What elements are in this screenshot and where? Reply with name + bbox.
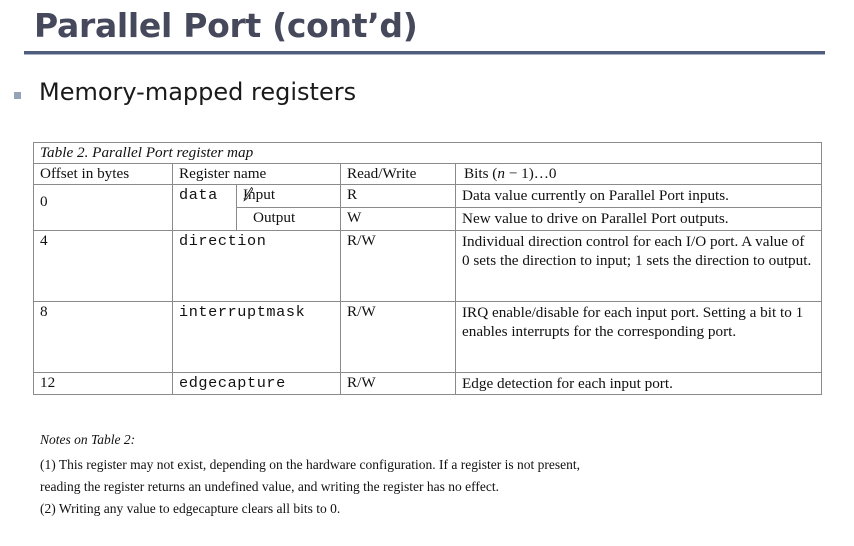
- cell-register-data: data: [172, 184, 237, 231]
- parallel-port-register-map-table: Table 2. Parallel Port register map Offs…: [32, 142, 823, 396]
- table-caption-row: Table 2. Parallel Port register map: [32, 142, 823, 164]
- column-header-bits-prefix: Bits: [464, 165, 493, 182]
- note-line-1b: reading the register returns an undefine…: [40, 478, 499, 494]
- square-bullet-icon: [14, 91, 21, 99]
- table-caption: Table 2. Parallel Port register map: [32, 142, 823, 164]
- column-header-bits-open: (: [492, 165, 498, 182]
- column-header-bits-n: n: [497, 165, 505, 182]
- cell-description-interruptmask: IRQ enable/disable for each input port. …: [454, 300, 823, 373]
- column-header-bits-suffix: − 1)…0: [504, 165, 557, 182]
- cell-offset-0: 0: [33, 184, 173, 231]
- bullet-item: Memory-mapped registers: [14, 78, 356, 106]
- table-row: 8 interruptmask R/W IRQ enable/disable f…: [33, 300, 823, 373]
- bullet-item-label: Memory-mapped registers: [39, 78, 357, 106]
- cell-register-edgecapture: edgecapture: [172, 371, 341, 396]
- table-row: 0 data Input R Data value currently on P…: [33, 184, 823, 231]
- column-header-register-name: Register name: [172, 163, 341, 185]
- title-divider: [24, 51, 825, 55]
- cell-access-output: W: [340, 206, 456, 231]
- page-title: Parallel Port (cont’d): [34, 6, 418, 45]
- cell-description-direction: Individual direction control for each I/…: [454, 229, 823, 302]
- cell-access-edgecapture: R/W: [340, 371, 456, 396]
- cell-description-input: Data value currently on Parallel Port in…: [454, 184, 823, 208]
- cell-data-input-text: Input: [243, 186, 276, 203]
- cell-access-interruptmask: R/W: [340, 300, 456, 373]
- table-row: 4 direction R/W Individual direction con…: [33, 229, 823, 302]
- table-notes: Notes on Table 2: (1) This register may …: [40, 432, 800, 520]
- cell-offset-8: 8: [33, 300, 173, 373]
- notes-title: Notes on Table 2:: [40, 432, 136, 447]
- column-header-read-write: Read/Write: [340, 163, 456, 185]
- cell-offset-12: 12: [33, 371, 173, 396]
- cell-data-input-label: Input: [236, 184, 341, 208]
- column-header-bits: Bits (n − 1)…0: [454, 163, 823, 185]
- cell-register-interruptmask: interruptmask: [172, 300, 341, 373]
- table-header-row: Offset in bytes Register name Read/Write…: [33, 163, 823, 185]
- cell-register-direction: direction: [172, 229, 341, 302]
- note-line-2: (2) Writing any value to edgecapture cle…: [40, 500, 341, 516]
- cell-access-direction: R/W: [340, 229, 456, 302]
- cell-access-input: R: [340, 184, 456, 208]
- cell-offset-4: 4: [33, 229, 173, 302]
- note-line-1a: (1) This register may not exist, dependi…: [40, 457, 580, 472]
- cell-description-output: New value to drive on Parallel Port outp…: [454, 206, 823, 231]
- cell-data-output-label: Output: [236, 206, 341, 231]
- column-header-offset: Offset in bytes: [33, 163, 173, 185]
- cell-description-edgecapture: Edge detection for each input port.: [454, 371, 823, 396]
- table-row: 12 edgecapture R/W Edge detection for ea…: [33, 371, 823, 396]
